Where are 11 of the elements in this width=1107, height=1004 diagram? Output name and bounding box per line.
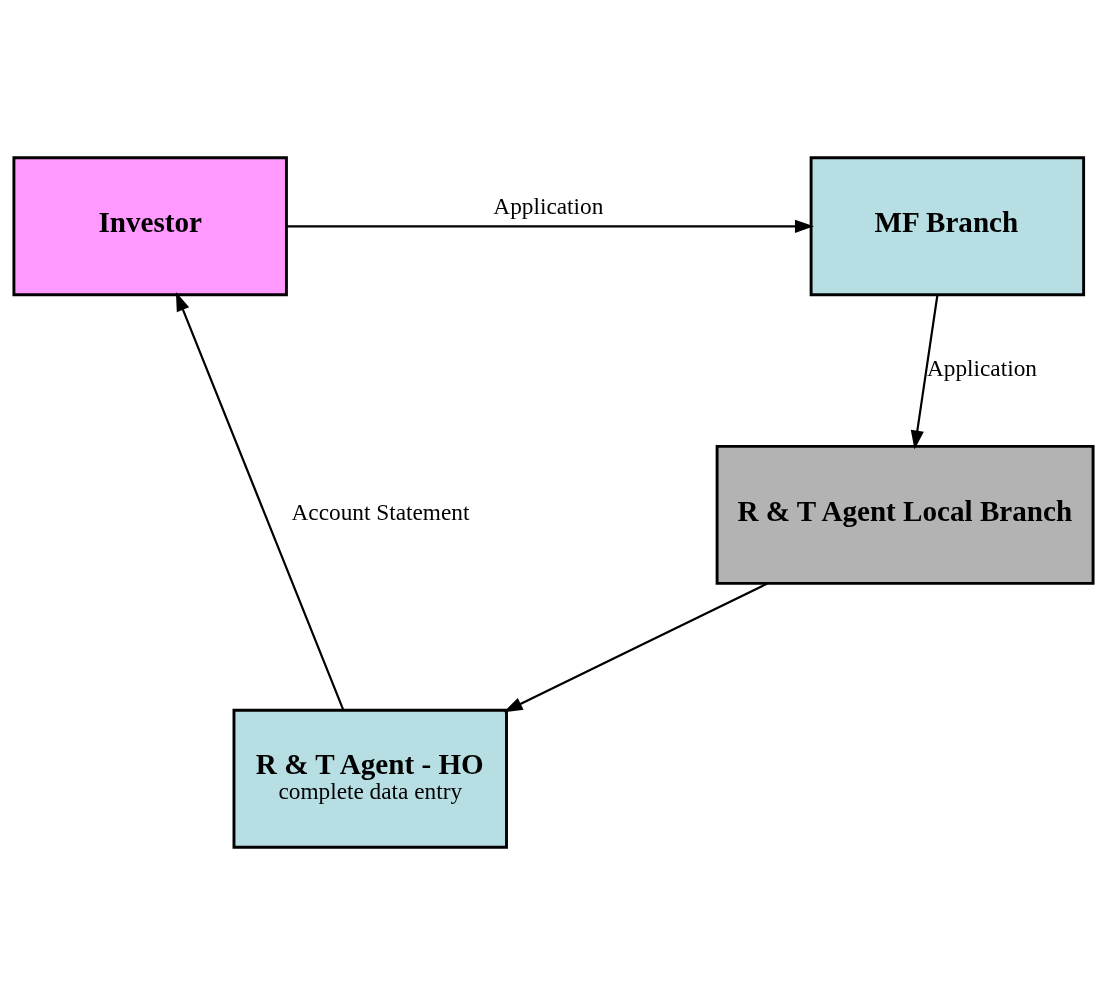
node-box: MF Branch	[809, 155, 1086, 296]
edge-label: Account Statement	[291, 498, 470, 525]
arrow	[175, 291, 345, 711]
arrow	[503, 582, 768, 712]
edge-label: Application	[926, 354, 1037, 381]
arrow	[910, 294, 939, 449]
arrow	[286, 219, 814, 233]
node-box: R & T Agent - HO complete data entry	[232, 708, 508, 849]
edge-label: Application	[493, 192, 604, 219]
node-box: Investor	[12, 155, 288, 296]
node-box: R & T Agent Local Branch	[715, 444, 1095, 585]
